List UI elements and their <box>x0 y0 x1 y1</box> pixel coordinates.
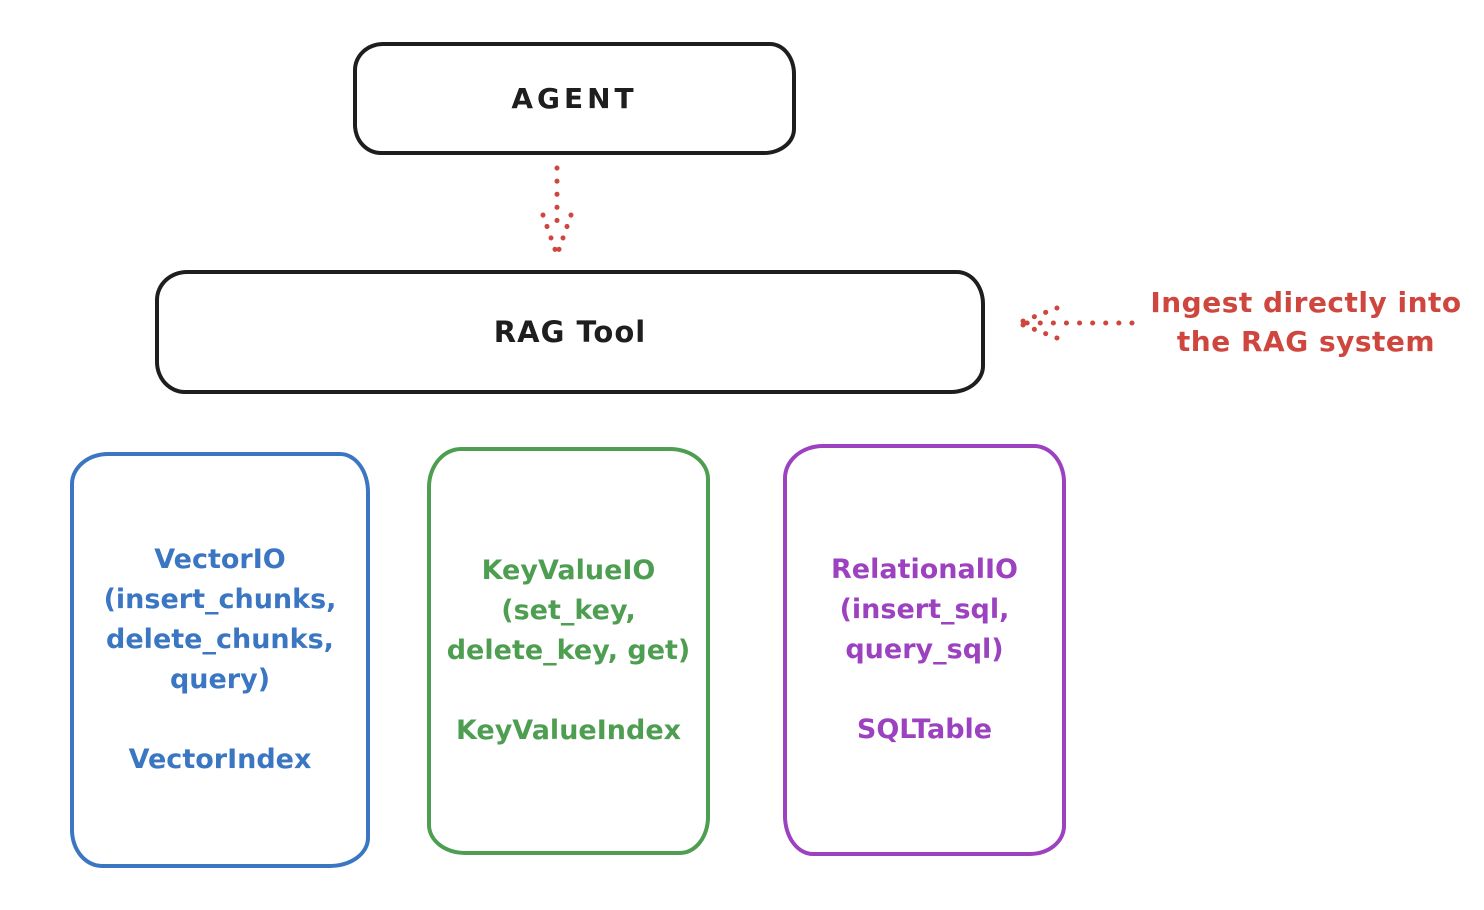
arrow-wing-top <box>1015 305 1060 326</box>
sql-table-label: SQLTable <box>856 714 993 745</box>
keyvalue-io-title: KeyValueIO (set_key, delete_key, get) <box>446 555 691 666</box>
arrow-wing-left <box>540 212 560 258</box>
agent-label: AGENT <box>511 82 638 115</box>
arrow-wing-bottom <box>1015 320 1060 341</box>
rag-tool-label: RAG Tool <box>493 315 647 349</box>
rag-tool-box: RAG Tool <box>155 270 985 394</box>
dotted-left-arrow-icon <box>1015 305 1135 341</box>
agent-box: AGENT <box>353 42 796 155</box>
keyvalue-io-box: KeyValueIO (set_key, delete_key, get) Ke… <box>427 447 710 855</box>
ingest-annotation: Ingest directly into the RAG system <box>1150 286 1462 358</box>
relational-io-title: RelationalIO (insert_sql, query_sql) <box>831 554 1018 665</box>
keyvalue-index-label: KeyValueIndex <box>455 715 682 746</box>
vector-index-label: VectorIndex <box>128 744 312 775</box>
vector-io-box: VectorIO (insert_chunks, delete_chunks, … <box>70 452 370 868</box>
dotted-down-arrow-icon <box>540 165 574 258</box>
vector-io-title: VectorIO (insert_chunks, delete_chunks, … <box>103 544 337 695</box>
arrow-wing-right <box>554 212 574 258</box>
relational-io-box: RelationalIO (insert_sql, query_sql) SQL… <box>783 444 1066 856</box>
